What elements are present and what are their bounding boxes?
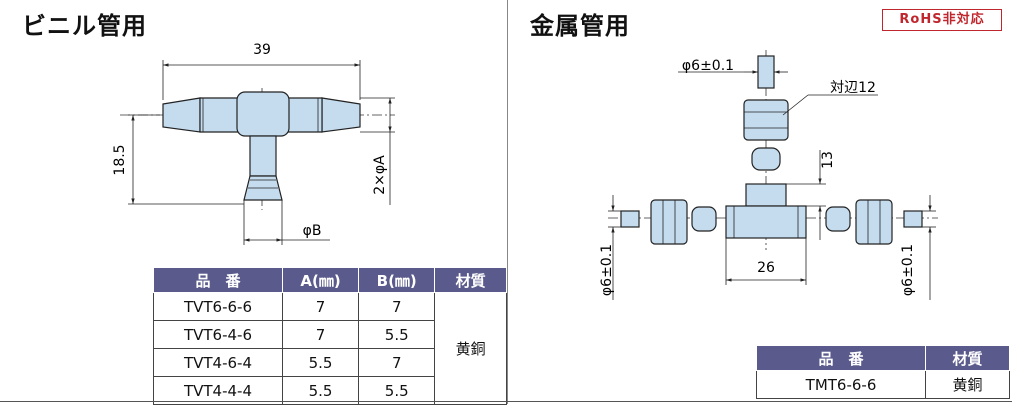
cell-a: 7 [281,292,360,321]
table-row: TVT6-6-6 7 7 黄銅 [153,292,507,405]
table-row: TVT4-4-4 5.5 5.5 [153,376,507,405]
cell-b: 7 [358,348,436,377]
cell-part: TMT6-6-6 [755,370,927,399]
left-panel-title: ビニル管用 [22,12,147,40]
vinyl-tee-drawing: 39 18.5 2×φA φB [112,42,395,245]
right-panel-title: 金属管用 [530,12,630,40]
cell-material: 黄銅 [434,292,507,405]
dim-pipe-label: φ6±0.1 [682,58,734,74]
header-a: A(㎜) [281,267,360,293]
vinyl-spec-table: 品 番 A(㎜) B(㎜) 材質 TVT6-6-6 7 7 黄銅 TVT6-4-… [153,267,507,405]
panel-divider [507,0,508,404]
dim-pipe-right-label: φ6±0.1 [900,244,916,296]
cell-part: TVT4-4-4 [153,376,283,405]
metal-spec-table: 品 番 材質 TMT6-6-6 黄銅 [755,345,1010,399]
cell-part: TVT4-6-4 [153,348,283,377]
header-b: B(㎜) [358,267,436,293]
cell-a: 5.5 [281,348,360,377]
table-header-row: 品 番 材質 [755,345,1010,371]
header-part-number: 品 番 [755,345,927,371]
cell-a: 7 [281,320,360,349]
cell-b: 5.5 [358,320,436,349]
table-header-row: 品 番 A(㎜) B(㎜) 材質 [153,267,507,293]
table-row: TMT6-6-6 黄銅 [755,370,1010,399]
dim-b-label: φB [303,223,322,239]
table-row: TVT4-6-4 5.5 7 [153,348,507,377]
header-material: 材質 [925,345,1010,371]
header-material: 材質 [434,267,507,293]
dim-a-label: 2×φA [372,155,388,195]
dim-height-label: 18.5 [112,144,128,175]
cell-b: 7 [358,292,436,321]
dim-width-label-right: 26 [757,260,775,276]
dim-width-label: 39 [253,42,271,58]
metal-tee-drawing: φ6±0.1 対辺12 13 26 φ6±0.1 φ6±0.1 [599,50,938,300]
bottom-border [0,401,1012,402]
cell-part: TVT6-4-6 [153,320,283,349]
table-row: TVT6-4-6 7 5.5 [153,320,507,349]
dim-pipe-left-label: φ6±0.1 [599,244,615,296]
cell-material: 黄銅 [925,370,1010,399]
cell-part: TVT6-6-6 [153,292,283,321]
dim-hex-label: 対辺12 [830,80,876,96]
dim-height-label-right: 13 [820,151,836,169]
header-part-number: 品 番 [153,267,283,293]
rohs-badge: RoHS非対応 [882,9,1002,31]
